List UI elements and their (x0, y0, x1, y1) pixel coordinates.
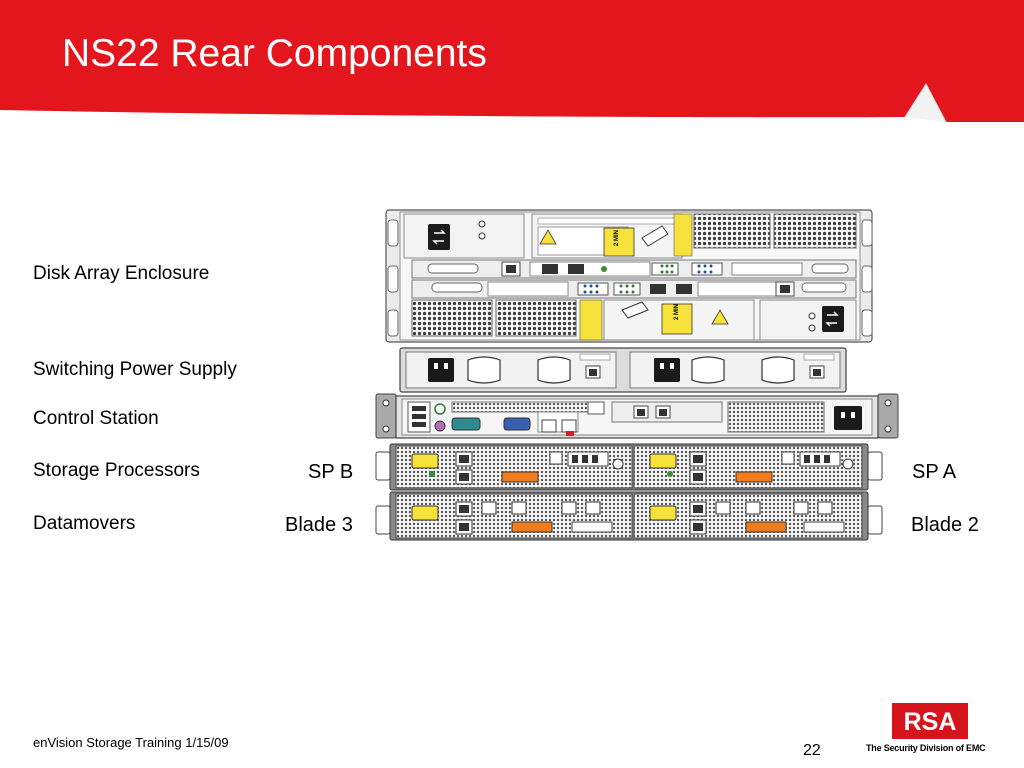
header-wave (0, 83, 1024, 140)
switching-power-supply (399, 347, 847, 393)
rsa-logo: RSA (892, 703, 968, 739)
label-sp-b: SP B (308, 461, 354, 483)
rsa-tagline: The Security Division of EMC (866, 743, 986, 753)
sp-a-module (633, 445, 863, 489)
svg-text:RSA: RSA (904, 708, 957, 736)
footer-text: enVision Storage Training 1/15/09 (33, 735, 229, 750)
label-disk-array-enclosure: Disk Array Enclosure (33, 263, 210, 284)
timer-label-top: 2 MIN (614, 230, 620, 246)
ns22-rack-illustration: 2 MIN (375, 209, 899, 541)
datamovers (375, 491, 883, 541)
label-blade-2: Blade 2 (911, 514, 979, 536)
label-control-station: Control Station (33, 408, 159, 429)
label-switching-power-supply: Switching Power Supply (33, 359, 237, 380)
control-station (375, 393, 899, 439)
page-number: 22 (803, 742, 821, 759)
timer-label-bottom: 2 MIN (674, 304, 680, 320)
blade-2-module (633, 493, 863, 539)
header-band: NS22 Rear Components (0, 0, 1024, 140)
blade-3-module (395, 493, 633, 539)
disk-array-enclosure: 2 MIN (385, 209, 873, 343)
page-title: NS22 Rear Components (62, 32, 487, 75)
sp-b-module (395, 445, 633, 489)
label-blade-3: Blade 3 (285, 514, 353, 536)
label-storage-processors: Storage Processors (33, 460, 200, 481)
label-sp-a: SP A (912, 461, 957, 483)
storage-processors (375, 443, 883, 491)
label-datamovers: Datamovers (33, 513, 136, 534)
